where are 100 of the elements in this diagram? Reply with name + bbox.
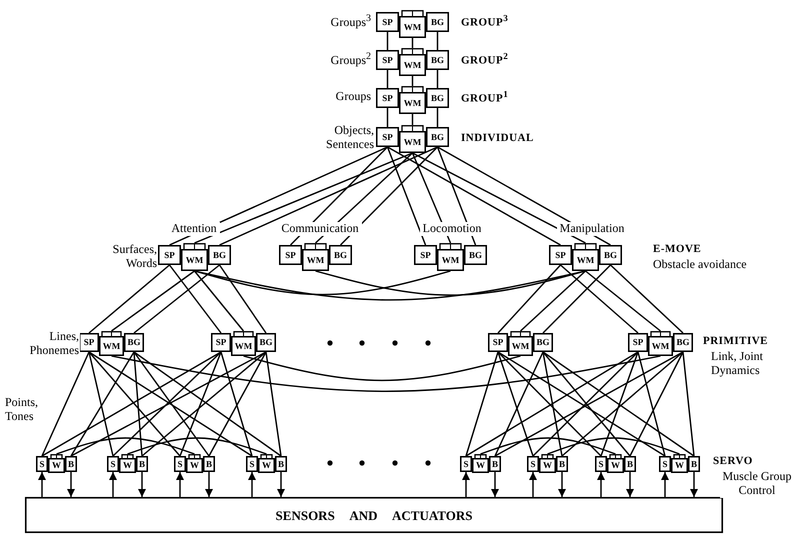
connector-line <box>133 352 210 456</box>
module-box: BG <box>673 333 693 352</box>
system-bar: SENSORS AND ACTUATORS <box>25 497 723 533</box>
connector-line <box>386 32 388 50</box>
connector-line <box>88 351 252 457</box>
arrow <box>38 472 46 497</box>
connector-line <box>520 270 586 332</box>
task-heading: Locomotion <box>420 222 484 236</box>
module-box: S <box>107 456 119 472</box>
module-box: B <box>489 456 501 472</box>
arc-connector <box>111 355 661 392</box>
module-box: BG <box>426 12 449 32</box>
connector-line <box>542 351 694 457</box>
connector-line <box>41 352 90 456</box>
connector-line <box>208 352 267 456</box>
connector-line <box>42 351 222 457</box>
connector-line <box>542 352 563 456</box>
connector-line <box>412 114 414 125</box>
module-box: S <box>527 456 539 472</box>
module-box: B <box>624 456 636 472</box>
task-heading: Communication <box>278 222 362 236</box>
arrow <box>248 472 256 497</box>
connector-line <box>562 351 684 457</box>
module-box: SP <box>79 333 99 352</box>
connector-line <box>637 352 666 456</box>
connector-line <box>532 352 638 456</box>
connector-line <box>412 38 414 48</box>
connector-line <box>218 264 267 334</box>
module-box: SP <box>376 50 399 70</box>
connector-line <box>70 352 135 456</box>
connector-line <box>436 32 438 50</box>
connector-line <box>386 108 388 127</box>
module-box: S <box>174 456 186 472</box>
module-box: B <box>556 456 568 472</box>
task-heading: Manipulation <box>557 222 627 236</box>
connector-line <box>412 152 586 244</box>
connector-line <box>179 352 222 456</box>
arrow <box>109 472 117 497</box>
connector-line <box>610 264 684 334</box>
connector-line <box>436 70 438 88</box>
connector-line <box>585 270 661 332</box>
connector-line <box>682 352 695 456</box>
arrow <box>491 472 499 497</box>
arc-connector <box>480 437 616 455</box>
connector-line <box>194 152 413 244</box>
connector-line <box>340 146 438 246</box>
arrow <box>138 472 146 497</box>
connector-line <box>497 352 534 456</box>
arrow <box>626 472 634 497</box>
module-box: SP <box>158 245 181 265</box>
connector-line <box>498 352 602 456</box>
module-box: B <box>275 456 287 472</box>
connector-line <box>219 146 438 246</box>
connector-line <box>134 264 220 334</box>
module-box: S <box>36 456 48 472</box>
connector-line <box>560 264 638 334</box>
module-box: BG <box>599 245 622 265</box>
arrow <box>529 472 537 497</box>
module-box: BG <box>464 245 487 265</box>
module-box: BG <box>426 50 449 70</box>
arrow <box>176 472 184 497</box>
connector-line <box>194 270 244 332</box>
connector-line <box>436 108 438 127</box>
arrow <box>462 472 470 497</box>
connector-line <box>465 352 499 456</box>
connector-line <box>220 352 253 456</box>
connector-line <box>629 352 684 456</box>
connector-line <box>542 352 631 456</box>
connector-line <box>437 146 611 246</box>
connector-line <box>88 264 170 334</box>
connector-line <box>600 352 639 456</box>
connector-line <box>88 352 181 456</box>
module-box: SP <box>376 127 399 147</box>
connector-line <box>412 76 414 86</box>
connector-line <box>168 264 222 334</box>
module-box: B <box>136 456 148 472</box>
connector-line <box>112 352 222 456</box>
module-box: BG <box>124 333 144 352</box>
arc-connector <box>56 437 195 455</box>
module-box: SP <box>279 245 302 265</box>
connector-line <box>88 352 114 456</box>
connector-line <box>111 270 195 332</box>
connector-line <box>494 352 544 456</box>
arrow <box>597 472 605 497</box>
task-heading: Attention <box>168 222 220 236</box>
connector-line <box>466 351 638 457</box>
module-box: SP <box>488 333 508 352</box>
module-box: B <box>688 456 700 472</box>
module-box: B <box>203 456 215 472</box>
connector-line <box>142 351 266 457</box>
module-box: BG <box>426 127 449 147</box>
connector-line <box>386 146 426 246</box>
connector-line <box>497 264 562 334</box>
module-box: SP <box>628 333 648 352</box>
arrow <box>277 472 285 497</box>
module-box: B <box>65 456 77 472</box>
arc-connector <box>127 437 267 455</box>
module-box: S <box>595 456 607 472</box>
connector-line <box>387 146 561 246</box>
level-label: Muscle Group Control <box>720 470 794 498</box>
